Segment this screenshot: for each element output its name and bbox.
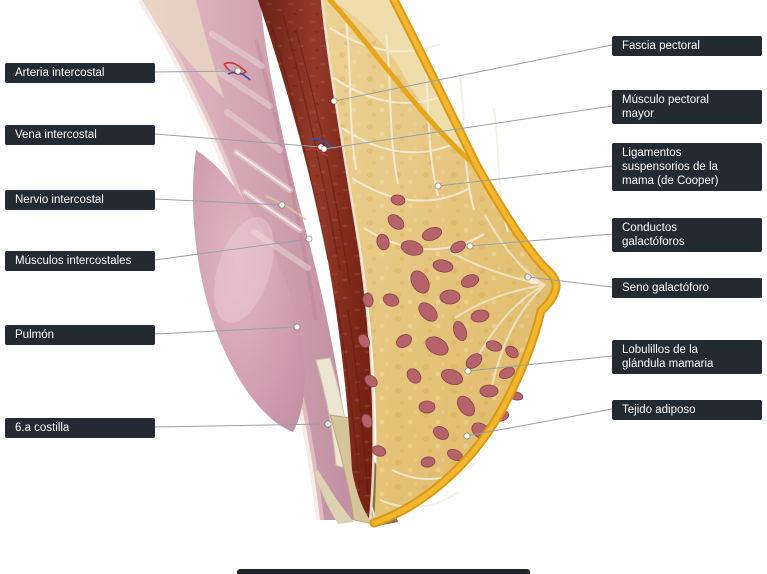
pin-pulmon[interactable] bbox=[293, 323, 301, 331]
intercostal-nerve bbox=[265, 195, 307, 221]
pin-seno-galactoforo[interactable] bbox=[524, 273, 532, 281]
label-costilla[interactable]: 6.a costilla bbox=[5, 418, 155, 438]
label-pulmon[interactable]: Pulmón bbox=[5, 325, 155, 345]
label-fascia-pectoral[interactable]: Fascia pectoral bbox=[612, 36, 762, 56]
pin-costilla[interactable] bbox=[324, 420, 332, 428]
label-tejido-adiposo[interactable]: Tejido adiposo bbox=[612, 400, 762, 420]
gland-lobules[interactable] bbox=[356, 194, 524, 468]
label-nervio-intercostal[interactable]: Nervio intercostal bbox=[5, 190, 155, 210]
intercostal-vein bbox=[309, 137, 333, 149]
label-ligamentos-cooper[interactable]: Ligamentos suspensorios de la mama (de C… bbox=[612, 143, 762, 191]
bottom-bar[interactable] bbox=[237, 569, 530, 574]
label-seno-galactoforo[interactable]: Seno galactóforo bbox=[612, 278, 762, 298]
label-lobulillos[interactable]: Lobulillos de la glándula mamaria bbox=[612, 340, 762, 374]
lactiferous-ducts[interactable] bbox=[449, 214, 546, 396]
pin-lobulillos[interactable] bbox=[464, 367, 472, 375]
pectoral-fascia[interactable] bbox=[320, 0, 375, 521]
pin-conductos-galactoforos[interactable] bbox=[466, 242, 474, 250]
pectoral-muscle[interactable] bbox=[258, 0, 375, 521]
label-musculo-pectoral-mayor[interactable]: Músculo pectoral mayor bbox=[612, 90, 762, 124]
skin[interactable] bbox=[327, 0, 561, 528]
pin-nervio-intercostal[interactable] bbox=[278, 201, 286, 209]
label-conductos-galactoforos[interactable]: Conductos galactóforos bbox=[612, 218, 762, 252]
leader-lines bbox=[154, 44, 613, 437]
pin-musculos-intercostales[interactable] bbox=[305, 235, 313, 243]
label-vena-intercostal[interactable]: Vena intercostal bbox=[5, 125, 155, 145]
leader-pins bbox=[234, 67, 532, 440]
lung[interactable] bbox=[192, 150, 305, 432]
label-musculos-intercostales[interactable]: Músculos intercostales bbox=[5, 251, 155, 271]
pin-arteria-intercostal[interactable] bbox=[234, 67, 242, 75]
pin-fascia-pectoral[interactable] bbox=[330, 97, 338, 105]
label-arteria-intercostal[interactable]: Arteria intercostal bbox=[5, 63, 155, 83]
pin-musculo-pectoral[interactable] bbox=[320, 145, 328, 153]
intercostal-muscles[interactable] bbox=[209, 31, 311, 271]
pin-tejido-adiposo[interactable] bbox=[463, 432, 471, 440]
lactiferous-sinus[interactable] bbox=[527, 277, 540, 285]
pin-ligamentos-cooper[interactable] bbox=[434, 182, 442, 190]
